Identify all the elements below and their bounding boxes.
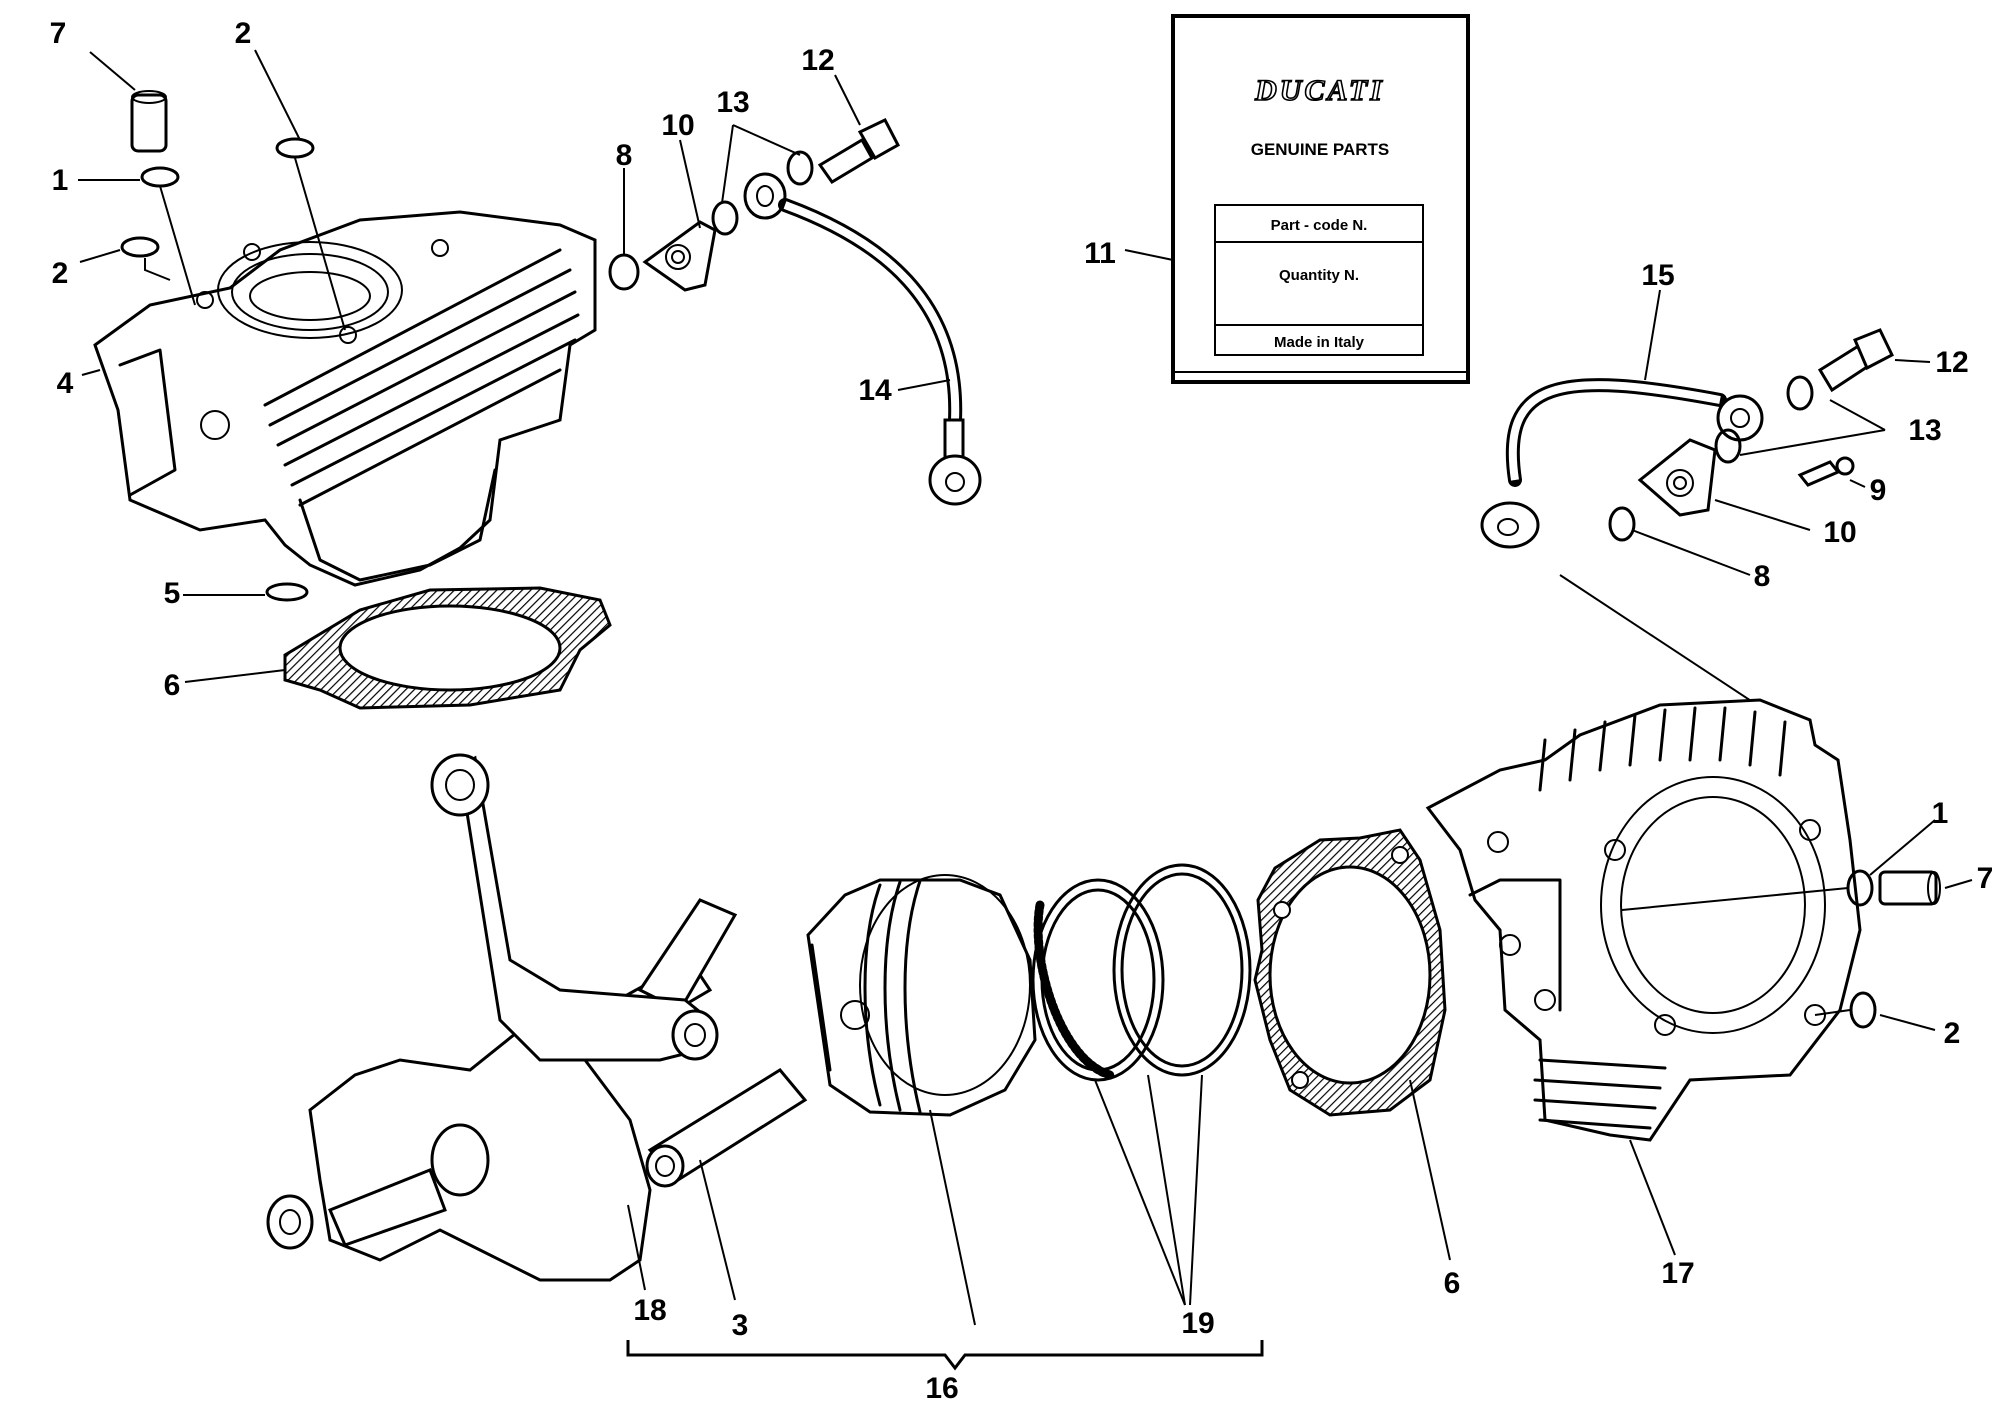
callout-2-left: 2 (52, 257, 69, 290)
screw-9 (1797, 456, 1855, 487)
callout-2-right: 2 (1944, 1017, 1961, 1050)
callout-1-right: 1 (1932, 797, 1949, 830)
card-brand: DUCATI (1254, 74, 1385, 107)
callout-17: 17 (1661, 1257, 1694, 1290)
assembly-bracket-16 (626, 1340, 1264, 1371)
oil-pipe-14 (778, 198, 982, 506)
callout-8-left: 8 (616, 139, 633, 172)
crankshaft (266, 898, 738, 1282)
head-gasket-right (1253, 828, 1447, 1117)
banjo-fitting-left (743, 172, 787, 220)
callout-4: 4 (57, 367, 74, 400)
washer-13a-right (1786, 375, 1814, 411)
callout-19: 19 (1181, 1307, 1214, 1340)
genuine-parts-card: DUCATI GENUINE PARTS Part - code N. Quan… (1171, 14, 1470, 384)
callout-11: 11 (1084, 237, 1116, 270)
connecting-rod (430, 753, 719, 1062)
piston (806, 874, 1037, 1117)
callout-10-right: 10 (1823, 516, 1856, 549)
callout-1-left: 1 (52, 164, 69, 197)
callout-8-right: 8 (1754, 560, 1771, 593)
callout-2-top: 2 (235, 17, 252, 50)
callout-5: 5 (164, 577, 181, 610)
o-ring-1-left (140, 166, 180, 188)
alignment-line-rear (1559, 574, 1781, 721)
o-ring-2-right (1849, 991, 1877, 1029)
callout-6-right: 6 (1444, 1267, 1461, 1300)
banjo-bolt-12-left (817, 118, 900, 185)
leader-lines (78, 49, 1973, 1326)
callout-12-right: 12 (1935, 346, 1968, 379)
front-cylinder (93, 210, 597, 587)
piston-pin (645, 1068, 808, 1188)
callout-10-left: 10 (661, 109, 694, 142)
callout-13-left: 13 (716, 86, 749, 119)
sleeve-left (130, 90, 168, 153)
callout-3: 3 (732, 1309, 749, 1342)
o-ring-8-left (608, 253, 640, 291)
o-ring-8-right (1608, 506, 1636, 542)
card-part-code-field: Part - code N. (1271, 217, 1368, 234)
oil-pipe-15 (1480, 378, 1764, 549)
callout-12-left: 12 (801, 44, 834, 77)
callout-7-right: 7 (1977, 862, 1994, 895)
callout-numbers: 7 2 1 2 4 5 6 8 10 13 12 14 11 15 12 13 … (50, 17, 1994, 1405)
callout-18: 18 (633, 1294, 666, 1327)
callout-9: 9 (1870, 474, 1887, 507)
card-heading: GENUINE PARTS (1251, 140, 1390, 159)
callout-16: 16 (925, 1372, 958, 1405)
card-quantity-field: Quantity N. (1279, 267, 1359, 284)
callout-13-right: 13 (1908, 414, 1941, 447)
washer-13b-left (786, 150, 814, 186)
flange-10-right (1637, 438, 1717, 517)
piston-rings (1031, 863, 1252, 1082)
o-ring-2-left (120, 236, 160, 258)
callout-7-left: 7 (50, 17, 67, 50)
callout-15: 15 (1641, 259, 1674, 292)
washer-13b-right (1714, 428, 1742, 464)
banjo-bolt-12-right (1817, 328, 1894, 393)
flange-10-left (642, 220, 717, 292)
o-ring-5 (265, 582, 309, 602)
o-ring-2-top (275, 137, 315, 159)
callout-6-left: 6 (164, 669, 181, 702)
callout-14: 14 (858, 374, 892, 407)
card-origin-field: Made in Italy (1274, 334, 1365, 351)
base-gasket-left (283, 586, 612, 710)
sleeve-right (1878, 870, 1941, 906)
washer-13a-left (711, 200, 739, 236)
rear-cylinder (1425, 698, 1862, 1142)
